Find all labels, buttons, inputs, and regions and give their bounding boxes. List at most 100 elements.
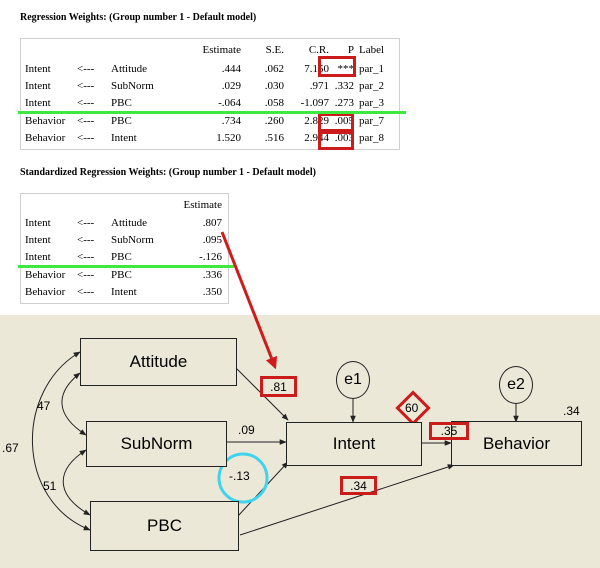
highlight-box-p-intent-behavior (318, 131, 354, 150)
highlight-diamond (395, 390, 431, 426)
path-pbc-behavior (239, 464, 455, 536)
row-p: .005 (334, 115, 354, 127)
header-cr: C.R. (308, 44, 329, 56)
header-p: P (347, 44, 354, 56)
regression-title: Regression Weights: (Group number 1 - De… (20, 12, 257, 23)
row-dv: Behavior (25, 269, 66, 281)
row-arrow: <--- (77, 251, 95, 263)
row-arrow: <--- (77, 132, 95, 144)
header-se: S.E. (265, 44, 284, 56)
r2-intent: 60 (405, 401, 419, 415)
coef-pbc-intent: -.13 (229, 469, 250, 483)
row-cr: 2.829 (304, 115, 329, 127)
row-estimate: -.126 (199, 251, 222, 263)
row-iv: Intent (111, 286, 137, 298)
annotation-arrow (220, 231, 278, 370)
row-cr: 2.944 (304, 132, 329, 144)
row-dv: Intent (25, 217, 51, 229)
row-label: par_3 (359, 97, 385, 109)
r2-behavior: .34 (563, 404, 580, 418)
row-estimate: .336 (202, 269, 222, 281)
row-arrow: <--- (77, 269, 95, 281)
row-estimate: .734 (221, 115, 241, 127)
row-estimate: .807 (202, 217, 222, 229)
row-iv: Attitude (111, 217, 148, 229)
row-dv: Intent (25, 251, 51, 263)
row-estimate: .444 (221, 63, 241, 75)
row-se: .260 (264, 115, 284, 127)
row-estimate: .350 (202, 286, 222, 298)
row-iv: PBC (111, 115, 132, 127)
cov-label-subnorm-pbc: 51 (43, 479, 57, 493)
row-arrow: <--- (77, 234, 95, 246)
row-dv: Behavior (25, 132, 66, 144)
row-arrow: <--- (77, 115, 95, 127)
highlight-circle (217, 452, 269, 504)
row-arrow: <--- (77, 80, 95, 92)
row-iv: PBC (111, 97, 132, 109)
header-estimate: Estimate (202, 44, 242, 56)
row-label: par_1 (359, 63, 385, 75)
coef-intent-behavior: .35 (429, 422, 469, 440)
row-se: .058 (264, 97, 284, 109)
row-se: .030 (264, 80, 284, 92)
highlight-separator-line (18, 111, 406, 114)
row-dv: Behavior (25, 286, 66, 298)
highlight-separator-line (18, 265, 234, 268)
error-e2: e2 (499, 366, 533, 404)
row-p: .003 (334, 132, 354, 144)
row-estimate: 1.520 (216, 132, 241, 144)
coef-pbc-behavior: .34 (340, 476, 377, 495)
node-pbc: PBC (90, 501, 239, 551)
row-p: .273 (334, 97, 354, 109)
row-label: par_8 (359, 132, 385, 144)
row-cr: 7.150 (304, 63, 329, 75)
table-row: Intent <--- PBC -.126 (21, 249, 228, 266)
cov-attitude-pbc (31, 351, 91, 531)
row-label: par_2 (359, 80, 385, 92)
row-cr: -1.097 (300, 97, 329, 109)
node-behavior: Behavior (451, 421, 582, 466)
row-arrow: <--- (77, 97, 95, 109)
row-estimate: .095 (202, 234, 222, 246)
node-subnorm: SubNorm (86, 421, 227, 467)
row-p: .332 (334, 80, 354, 92)
row-label: par_7 (359, 115, 385, 127)
highlight-box-p-att (318, 56, 356, 77)
cov-label-attitude-pbc: .67 (2, 441, 19, 455)
table-row: Intent <--- Attitude .444 .062 7.150 ***… (21, 61, 399, 78)
row-iv: PBC (111, 251, 132, 263)
coef-subnorm-intent: .09 (238, 423, 255, 437)
row-iv: SubNorm (111, 80, 154, 92)
row-arrow: <--- (77, 63, 95, 75)
standardized-table: Estimate Intent <--- Attitude .807 Inten… (20, 193, 229, 304)
row-estimate: .029 (221, 80, 241, 92)
row-se: .062 (264, 63, 284, 75)
header-estimate: Estimate (183, 199, 223, 211)
row-iv: Intent (111, 132, 137, 144)
node-attitude: Attitude (80, 338, 237, 386)
table-row: Behavior <--- PBC .734 .260 2.829 .005 p… (21, 113, 399, 130)
table-row: Behavior <--- PBC .336 (21, 267, 228, 284)
row-dv: Intent (25, 97, 51, 109)
row-arrow: <--- (77, 217, 95, 229)
row-se: .516 (264, 132, 284, 144)
header-label: Label (359, 44, 385, 56)
row-iv: PBC (111, 269, 132, 281)
table-row: Behavior <--- Intent 1.520 .516 2.944 .0… (21, 130, 399, 147)
regression-header-row: Estimate S.E. C.R. P Label (21, 42, 399, 59)
coef-attitude-intent: .81 (260, 376, 297, 397)
row-iv: Attitude (111, 63, 148, 75)
row-p: *** (337, 63, 355, 75)
table-row: Intent <--- SubNorm .029 .030 .971 .332 … (21, 78, 399, 95)
table-row: Intent <--- PBC -.064 .058 -1.097 .273 p… (21, 95, 399, 112)
row-dv: Intent (25, 63, 51, 75)
row-cr: .971 (309, 80, 329, 92)
row-dv: Intent (25, 80, 51, 92)
standardized-title: Standardized Regression Weights: (Group … (20, 167, 316, 178)
row-dv: Behavior (25, 115, 66, 127)
table-row: Intent <--- Attitude .807 (21, 215, 228, 232)
row-dv: Intent (25, 234, 51, 246)
standardized-header-row: Estimate (21, 197, 228, 214)
